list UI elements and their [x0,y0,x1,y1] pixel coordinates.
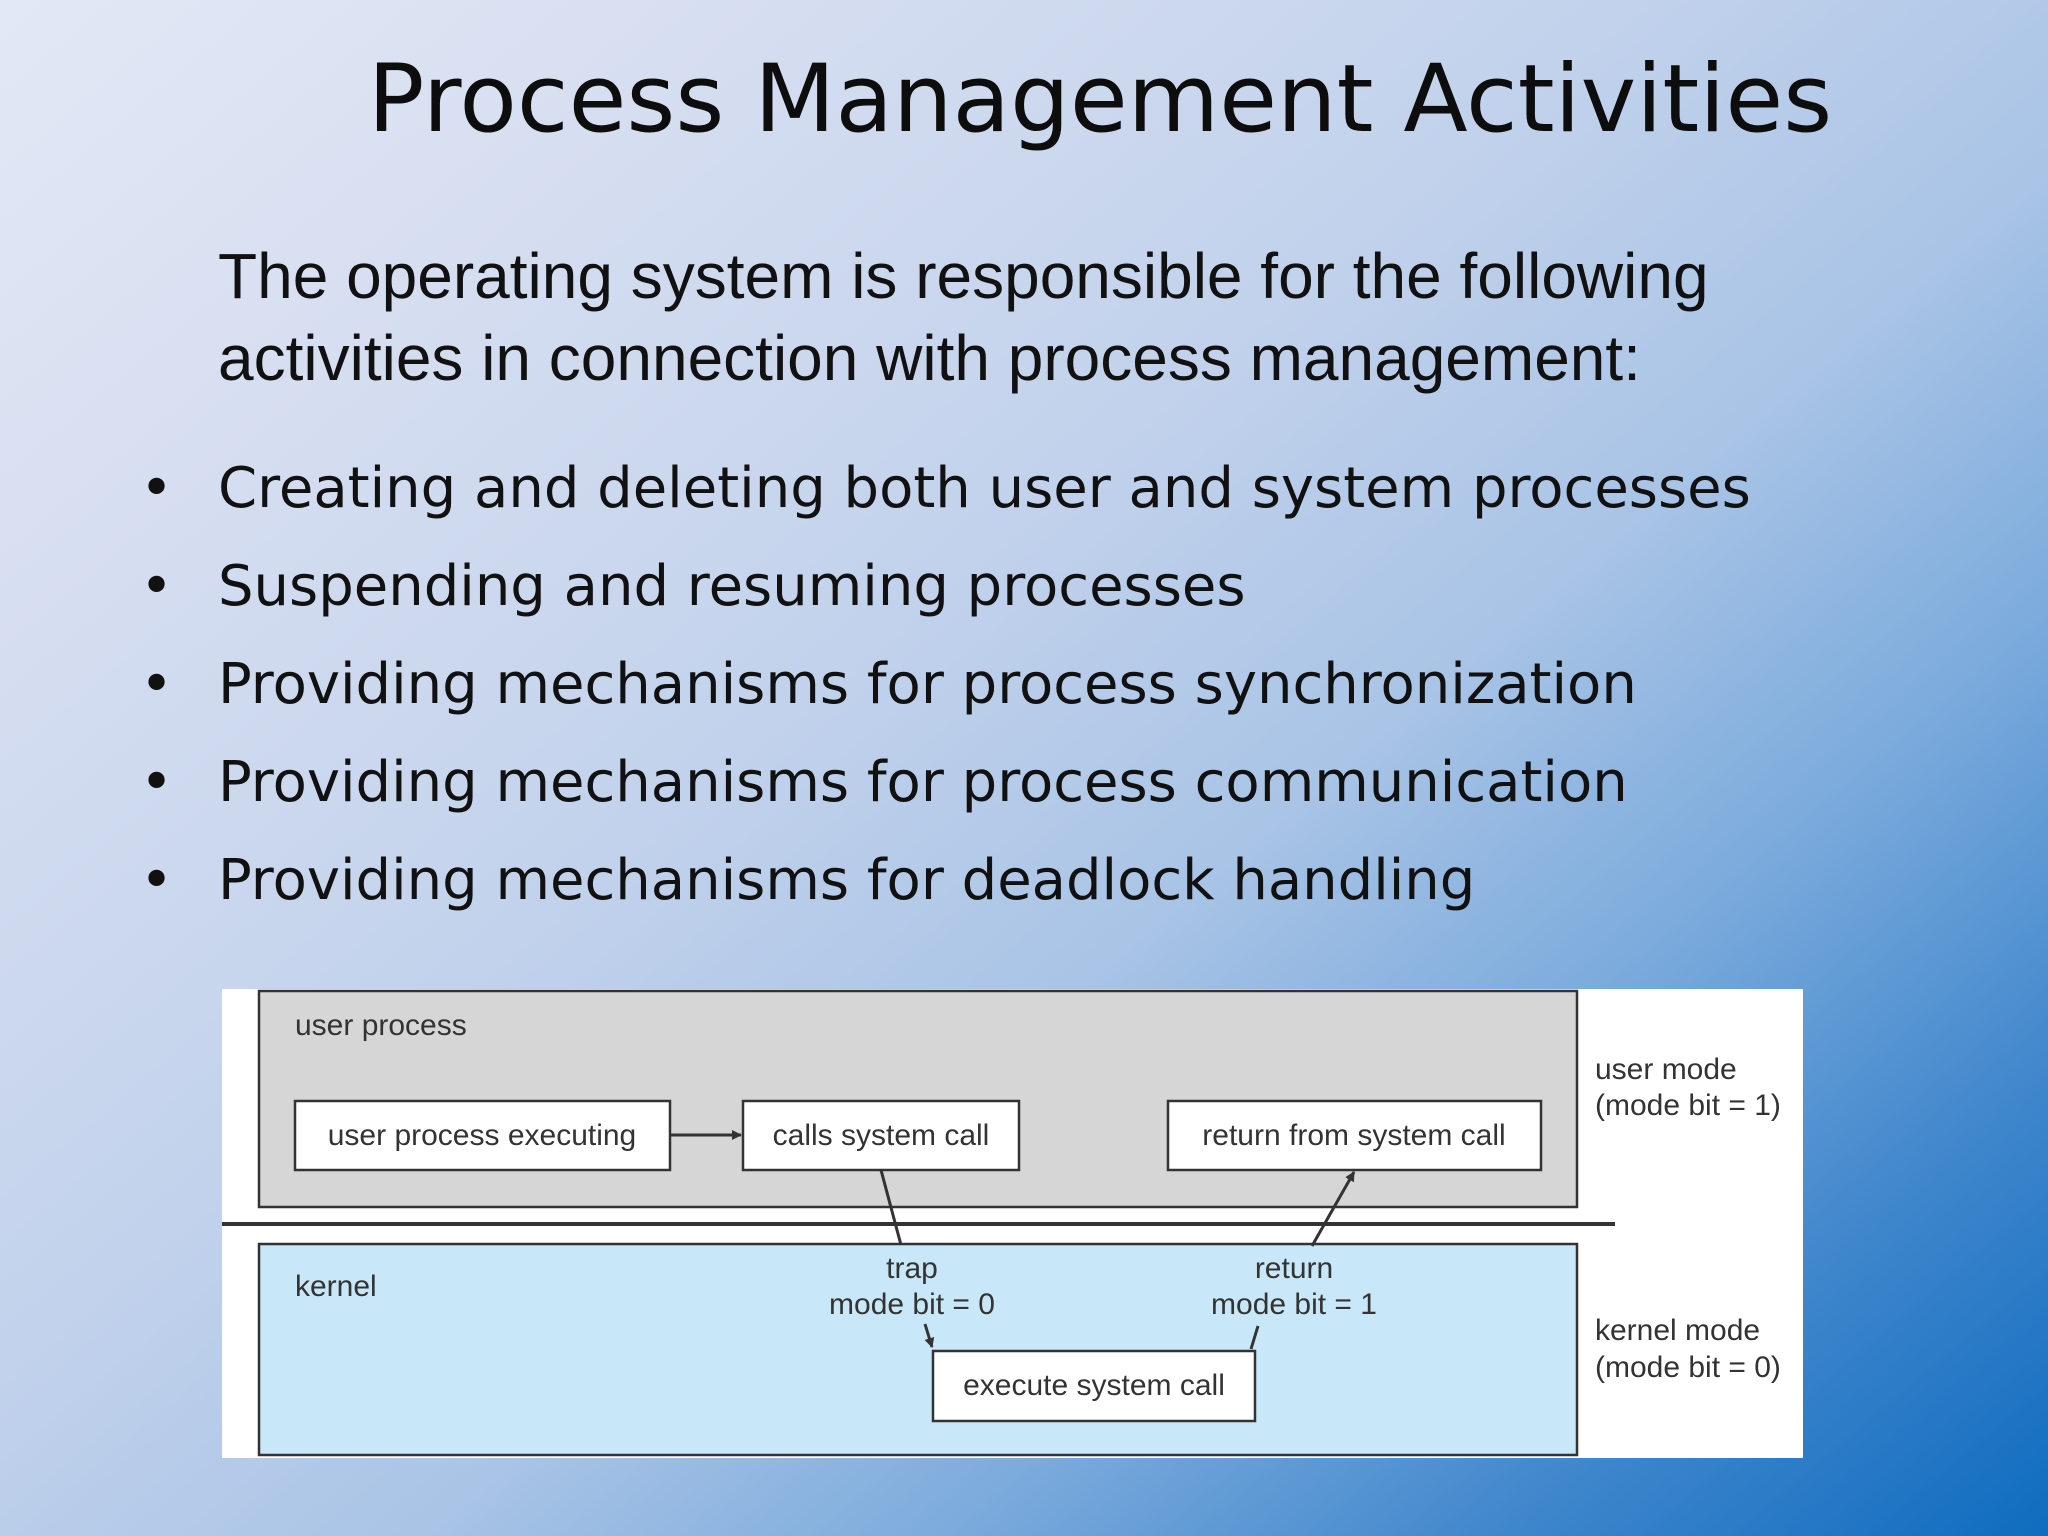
bullet-item: • Suspending and resuming processes [140,538,1751,636]
execute-system-call-box [931,1349,1257,1423]
diagram-canvas: user process kernel user process executi… [222,989,1781,1457]
user-mode-label: user mode [1595,1053,1737,1086]
kernel-mode-label: kernel mode [1595,1314,1760,1347]
trap-mode-bit-label: mode bit = 0 [829,1288,995,1321]
kernel-mode-bit-label: (mode bit = 0) [1595,1351,1781,1384]
bullet-text: Providing mechanisms for deadlock handli… [218,848,1476,913]
bullet-icon: • [140,750,174,815]
mode-transition-diagram: user process kernel user process executi… [222,989,1803,1458]
bullet-item: • Providing mechanisms for process synchr… [140,636,1751,734]
return-from-system-call-text: return from system call [1202,1119,1505,1152]
bullet-item: • Providing mechanisms for process commun… [140,734,1751,832]
bullet-icon: • [140,554,174,619]
kernel-region [257,1242,1579,1457]
user-mode-bit-label: (mode bit = 1) [1595,1089,1781,1122]
bullet-list: • Creating and deleting both user and sys… [140,440,1751,930]
trap-label: trap [886,1252,938,1285]
slide-title: Process Management Activities [367,45,1833,154]
kernel-label: kernel [295,1270,377,1303]
return-from-system-call-box [1166,1099,1543,1172]
execute-system-call-text: execute system call [963,1369,1225,1402]
bullet-icon: • [140,652,174,717]
bullet-icon: • [140,456,174,521]
user-process-executing-box [293,1099,672,1172]
trap-arrow [923,1323,935,1348]
calls-system-call-text: calls system call [773,1119,990,1152]
return-label: return [1255,1252,1333,1285]
bullet-text: Suspending and resuming processes [218,554,1246,619]
trap-line [879,1169,903,1246]
bullet-text: Providing mechanisms for process synchro… [218,652,1637,717]
user-process-executing-text: user process executing [328,1119,637,1152]
bullet-text: Providing mechanisms for process communi… [218,750,1628,815]
bullet-item: • Creating and deleting both user and sys… [140,440,1751,538]
bullet-text: Creating and deleting both user and syst… [218,456,1751,521]
return-arrow [1310,1171,1356,1247]
intro-text: The operating system is responsible for … [218,240,1709,394]
return-line [1249,1325,1260,1350]
user-process-label: user process [295,1009,467,1042]
return-mode-bit-label: mode bit = 1 [1211,1288,1377,1321]
bullet-icon: • [140,848,174,913]
bullet-item: • Providing mechanisms for deadlock handl… [140,832,1751,930]
